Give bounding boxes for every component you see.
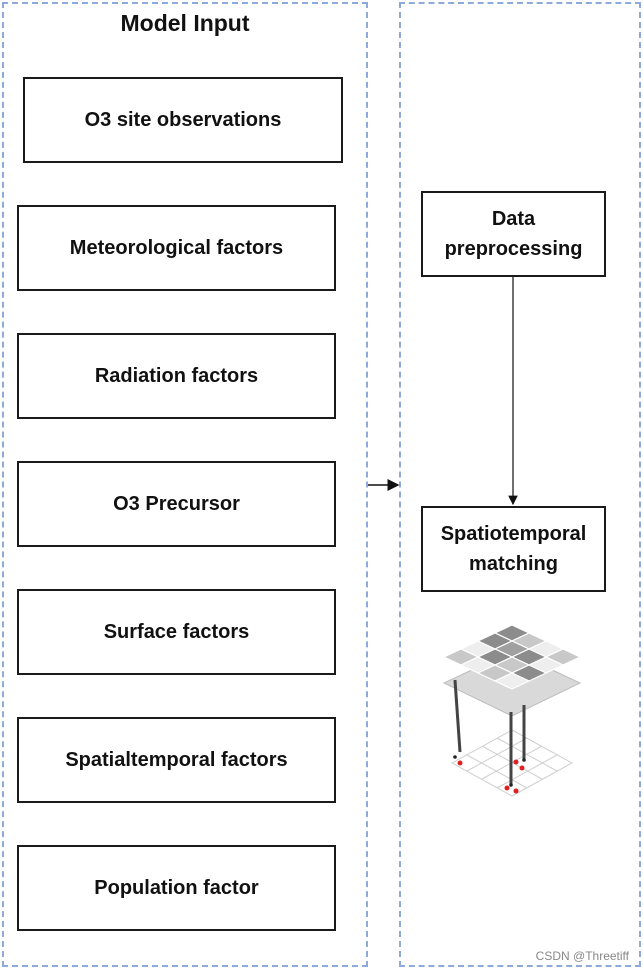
input-box-radiation-factors: Radiation factors (17, 333, 336, 419)
input-box-population-factor: Population factor (17, 845, 336, 931)
spatiotemporal-matching-box: Spatiotemporal matching (421, 506, 606, 592)
panel-title: Model Input (120, 10, 250, 36)
watermark: CSDN @Threetiff (535, 949, 629, 963)
model-input-panel (2, 2, 368, 967)
top-layer (442, 624, 582, 690)
pillars (453, 679, 526, 785)
input-box-o3-site-observations: O3 site observations (23, 77, 343, 163)
grid-layers-illustration (442, 624, 582, 797)
input-box-spatialtemporal-factors: Spatialtemporal factors (17, 717, 336, 803)
site-markers (453, 755, 526, 794)
input-box-o3-precursor: O3 Precursor (17, 461, 336, 547)
input-box-meteorological-factors: Meteorological factors (17, 205, 336, 291)
processing-panel (399, 2, 641, 967)
ground-grid (450, 729, 574, 797)
input-box-surface-factors: Surface factors (17, 589, 336, 675)
data-preprocessing-box: Data preprocessing (421, 191, 606, 277)
